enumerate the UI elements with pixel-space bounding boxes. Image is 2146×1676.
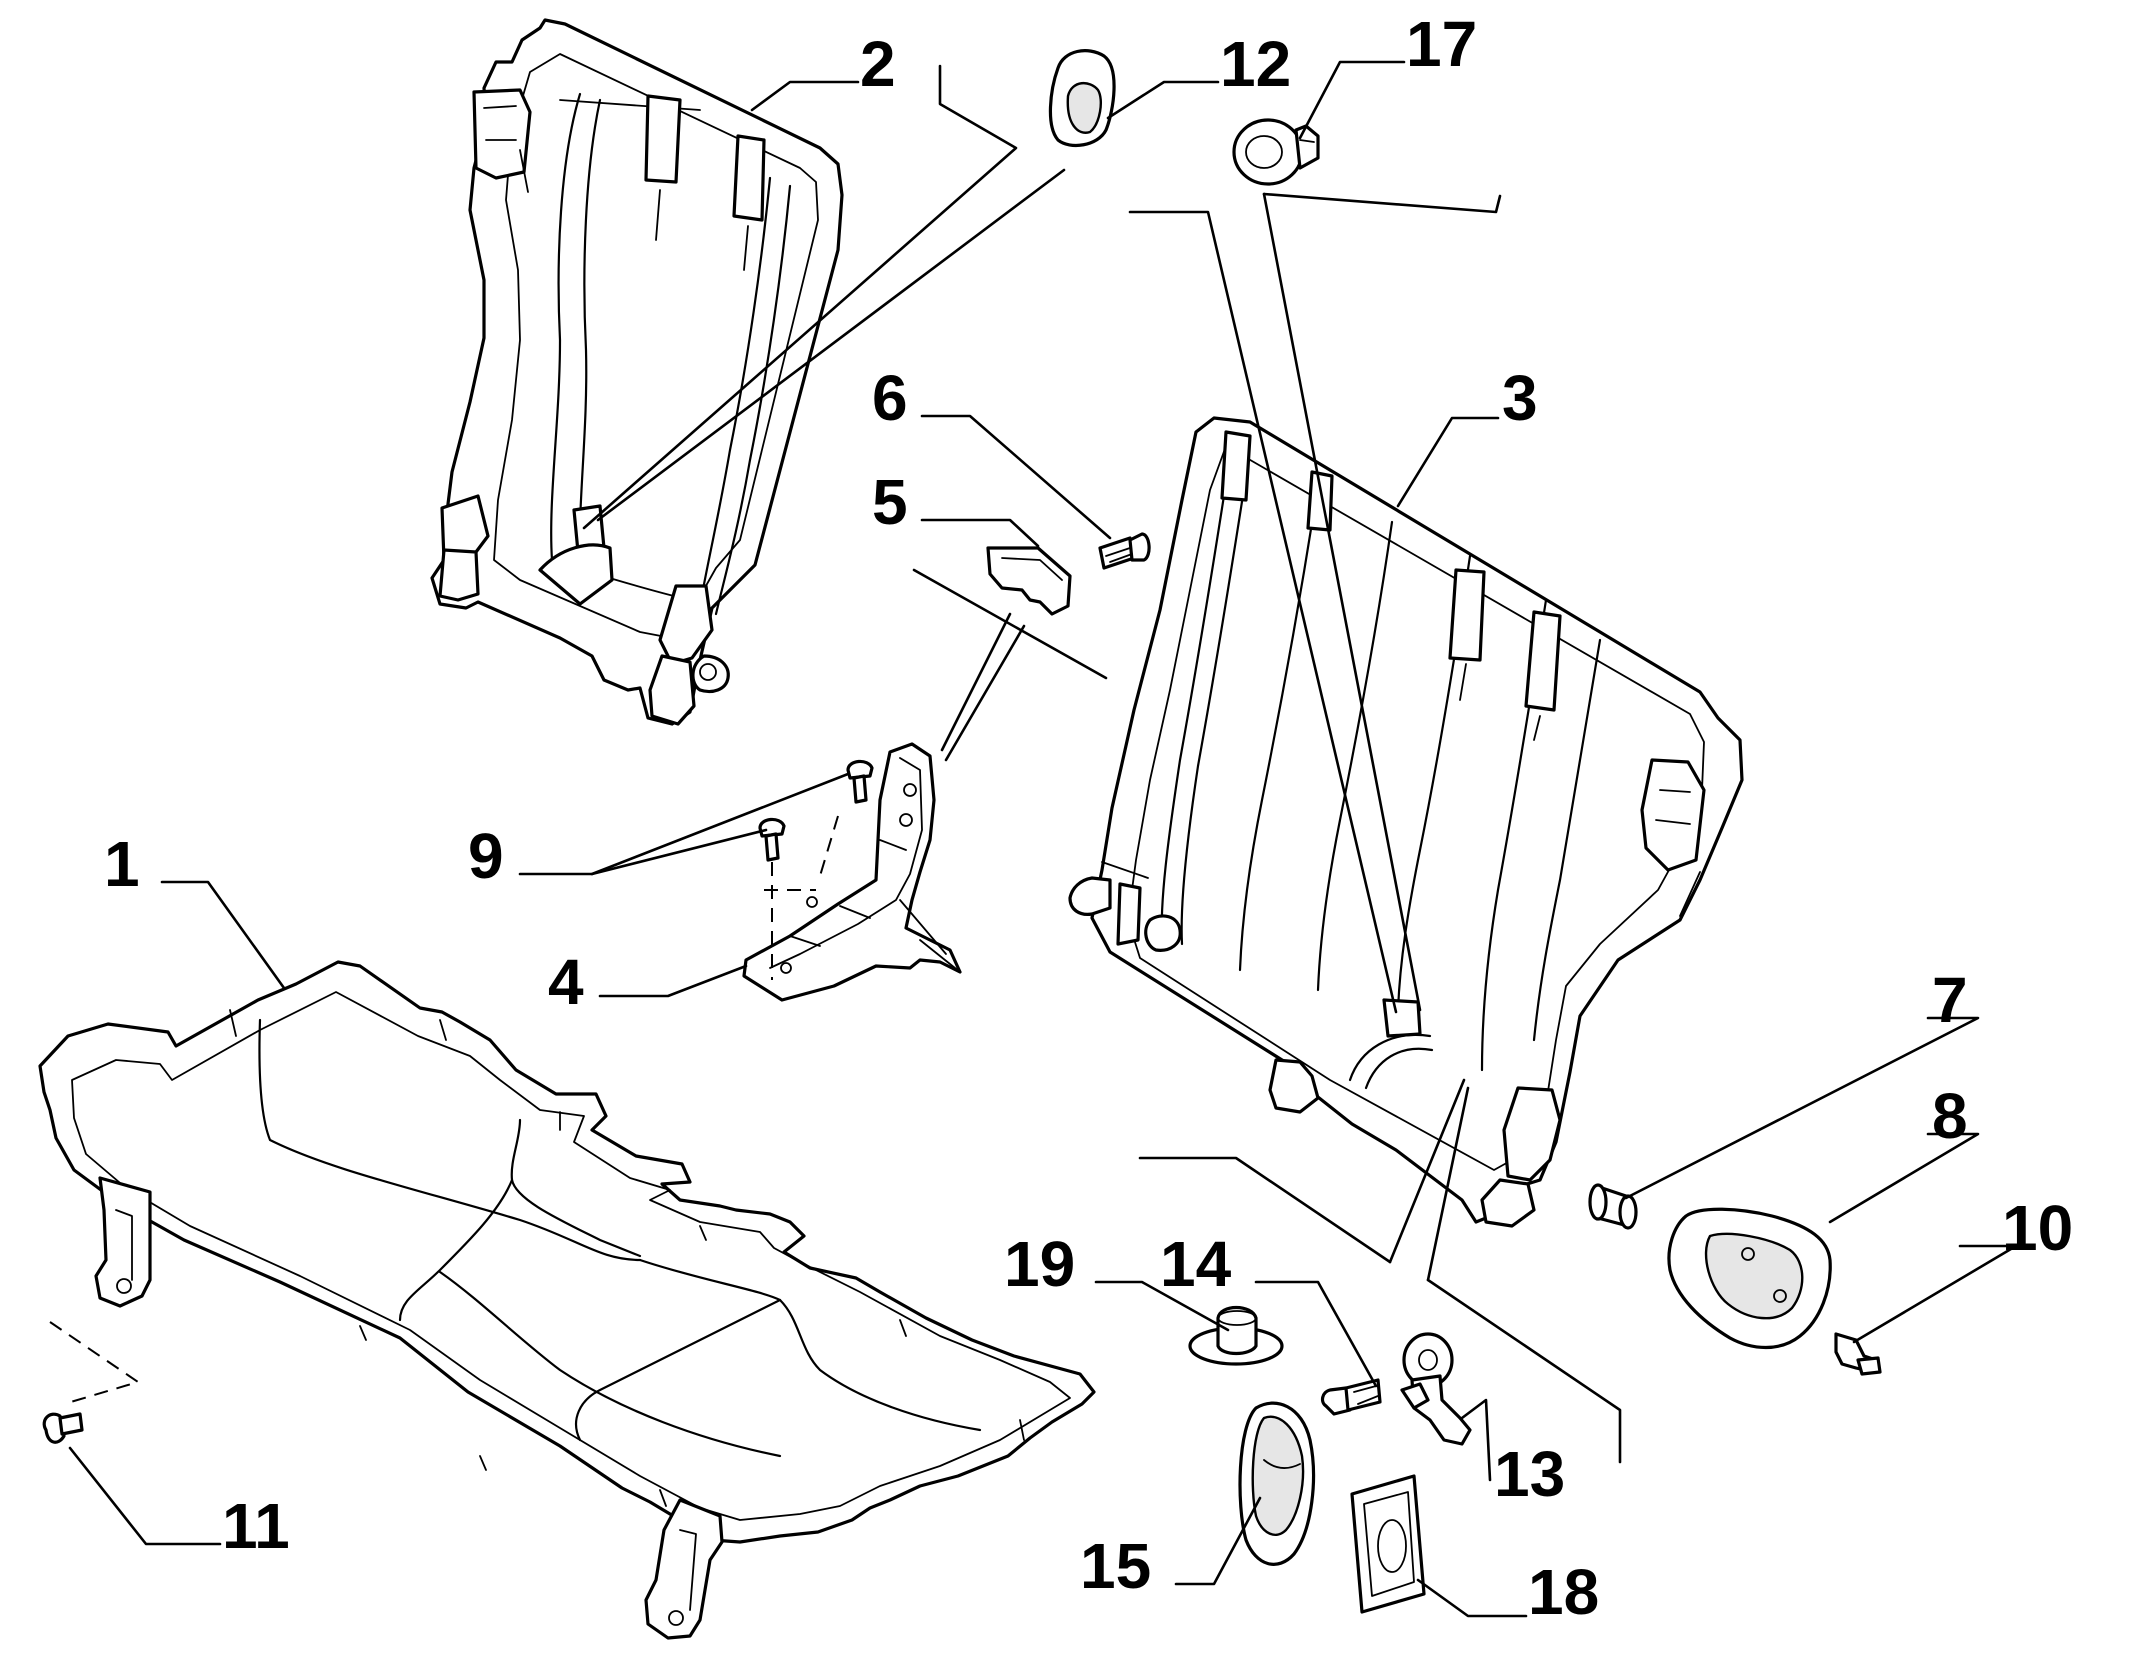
part-7-bushing [1588,1183,1638,1230]
callout-15: 15 [1080,1530,1151,1602]
callout-14: 14 [1160,1228,1232,1300]
callout-labels: 1 2 3 4 5 6 7 8 9 10 11 12 13 14 15 17 1… [104,8,2073,1628]
callout-12: 12 [1220,28,1291,100]
callout-7: 7 [1932,964,1968,1036]
callout-11: 11 [222,1490,290,1562]
part-5-clip [986,546,1072,616]
part-8-trim-cover [1667,1207,1832,1349]
callout-17: 17 [1406,8,1477,80]
callout-5: 5 [872,466,908,538]
callout-1: 1 [104,828,140,900]
callout-19: 19 [1004,1228,1075,1300]
part-12-bezel [1048,49,1116,148]
part-15-handle-cover [1238,1401,1316,1566]
callout-2: 2 [860,28,896,100]
part-13-latch-plate [1400,1332,1472,1446]
leader-lines [68,60,2018,1618]
part-10-screw [1834,1332,1882,1376]
part-19-cap [1188,1305,1284,1366]
part-18-label-pad [1350,1474,1426,1614]
callout-13: 13 [1494,1438,1565,1510]
callout-4: 4 [548,946,584,1018]
callout-10: 10 [2002,1192,2073,1264]
part-11-screw [42,1321,141,1444]
callout-3: 3 [1502,362,1538,434]
part-6-bolt [1098,532,1151,570]
callout-9: 9 [468,820,504,892]
part-2-small-backrest-frame [430,18,844,726]
part-9-screws [758,759,874,980]
part-17-push-rivet [1232,118,1320,186]
callout-8: 8 [1932,1080,1968,1152]
part-14-bolt [1320,1378,1382,1416]
part-3-large-backrest-frame [1068,416,1744,1228]
callout-6: 6 [872,362,908,434]
callout-18: 18 [1528,1556,1599,1628]
part-4-center-bracket [742,742,962,1002]
part-1-cushion-frame [38,960,1096,1640]
